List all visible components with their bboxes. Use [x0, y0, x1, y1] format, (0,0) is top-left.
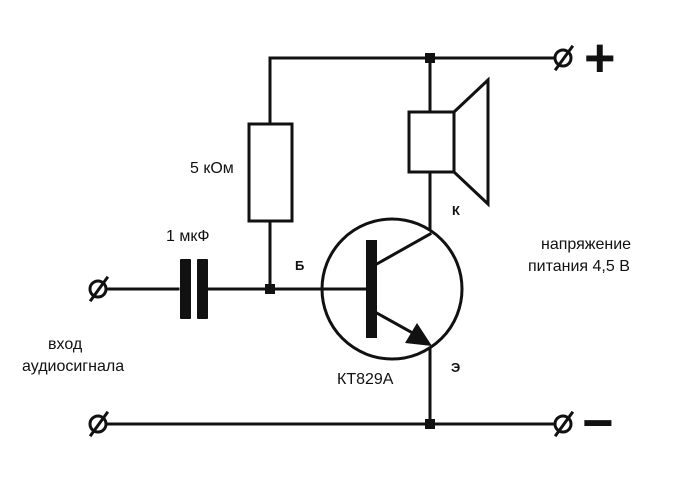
- transistor-label: КТ829А: [337, 371, 394, 388]
- capacitor-plate-right: [197, 259, 208, 319]
- input-label-line1: вход: [48, 336, 83, 353]
- speaker-coil: [407, 110, 456, 174]
- transistor-emitter-arrow: [405, 323, 432, 346]
- transistor-collector-lead: [372, 231, 433, 268]
- capacitor: [180, 259, 208, 319]
- supply-negative-sign: −: [582, 393, 614, 453]
- capacitor-plate-left: [180, 259, 191, 319]
- capacitor-label: 1 мкФ: [166, 228, 210, 245]
- input-label-line2: аудиосигнала: [22, 358, 124, 375]
- terminal-ground-left: [88, 410, 110, 438]
- junction-dot-base: [265, 284, 275, 294]
- terminal-positive: [553, 44, 575, 72]
- junction-dot-bottom: [425, 419, 435, 429]
- pin-emitter-label: Э: [451, 360, 460, 375]
- pin-collector-label: К: [452, 203, 460, 218]
- transistor: [320, 217, 464, 361]
- speaker: [407, 76, 490, 208]
- resistor-body: [247, 122, 294, 223]
- supply-label-line1: напряжение: [541, 236, 631, 253]
- pin-base-label: Б: [295, 258, 304, 273]
- wires: [98, 56, 560, 426]
- terminal-input: [88, 275, 110, 303]
- junction-dot-top: [425, 53, 435, 63]
- terminal-negative: [553, 410, 575, 438]
- supply-positive-sign: +: [584, 28, 616, 88]
- speaker-cone: [452, 76, 490, 208]
- transistor-base-bar: [366, 240, 377, 338]
- transistor-emitter-lead: [372, 309, 421, 339]
- resistor-label: 5 кОм: [190, 160, 234, 177]
- supply-label-line2: питания 4,5 В: [528, 258, 630, 275]
